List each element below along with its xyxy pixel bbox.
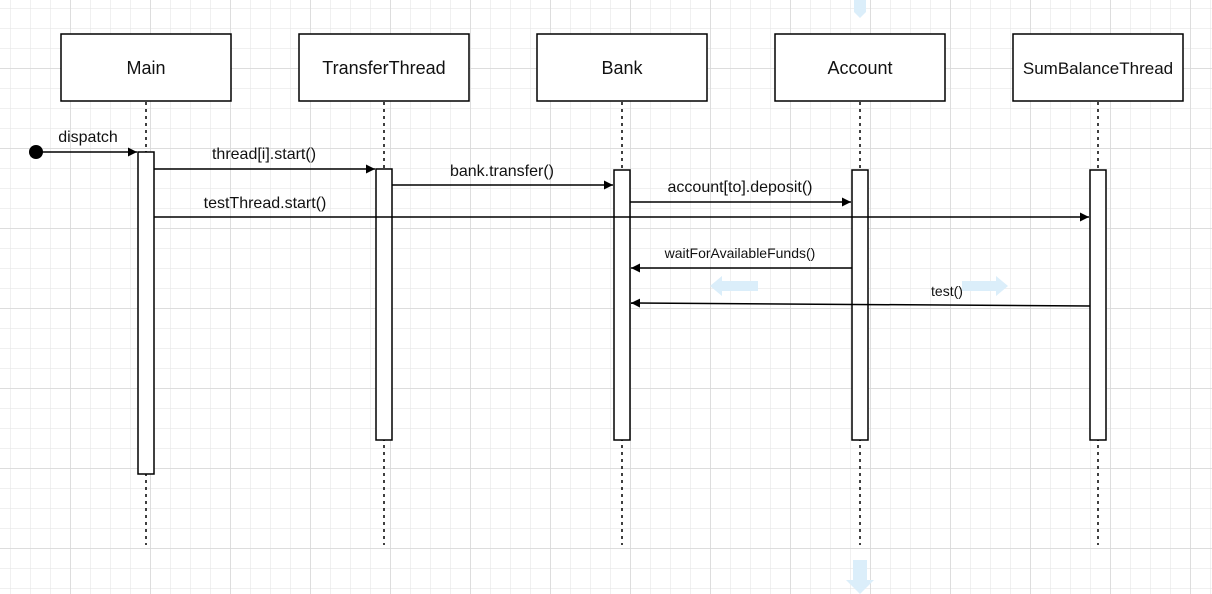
message-label: dispatch [58, 129, 118, 146]
message-thread-start[interactable]: thread[i].start() [154, 146, 375, 174]
selection-guides [710, 0, 1008, 594]
message-test-thread-start[interactable]: testThread.start() [154, 195, 1089, 222]
activation-transferthread[interactable] [375, 168, 393, 441]
message-test[interactable]: test() [630, 283, 1091, 308]
participant-label: TransferThread [322, 58, 445, 78]
message-label: account[to].deposit() [668, 179, 813, 196]
message-label: test() [931, 283, 963, 299]
participant-sumbalancethread[interactable]: SumBalanceThread [1012, 33, 1184, 102]
participant-label: Bank [601, 58, 643, 78]
activation-bank[interactable] [613, 169, 631, 441]
activations [137, 151, 1107, 475]
message-dispatch[interactable]: dispatch [29, 129, 137, 159]
message-label: bank.transfer() [450, 163, 554, 180]
message-label: testThread.start() [204, 195, 327, 212]
activation-main[interactable] [137, 151, 155, 475]
message-wait-funds[interactable]: waitForAvailableFunds() [631, 245, 852, 273]
message-label: waitForAvailableFunds() [664, 245, 816, 261]
participant-bank[interactable]: Bank [536, 33, 708, 102]
participant-label: SumBalanceThread [1023, 59, 1173, 78]
guide-arrow-up-icon[interactable] [854, 0, 866, 18]
message-deposit[interactable]: account[to].deposit() [630, 179, 851, 207]
participant-main[interactable]: Main [60, 33, 232, 102]
message-label: thread[i].start() [212, 146, 316, 163]
guide-arrow-right-icon[interactable] [962, 276, 1008, 296]
guide-arrow-left-icon[interactable] [710, 276, 758, 296]
participant-account[interactable]: Account [774, 33, 946, 102]
participant-transferthread[interactable]: TransferThread [298, 33, 470, 102]
participant-label: Main [126, 58, 165, 78]
guide-arrow-down-icon[interactable] [846, 560, 874, 594]
participant-label: Account [827, 58, 892, 78]
activation-sumbalancethread[interactable] [1089, 169, 1107, 441]
message-bank-transfer[interactable]: bank.transfer() [392, 163, 613, 190]
